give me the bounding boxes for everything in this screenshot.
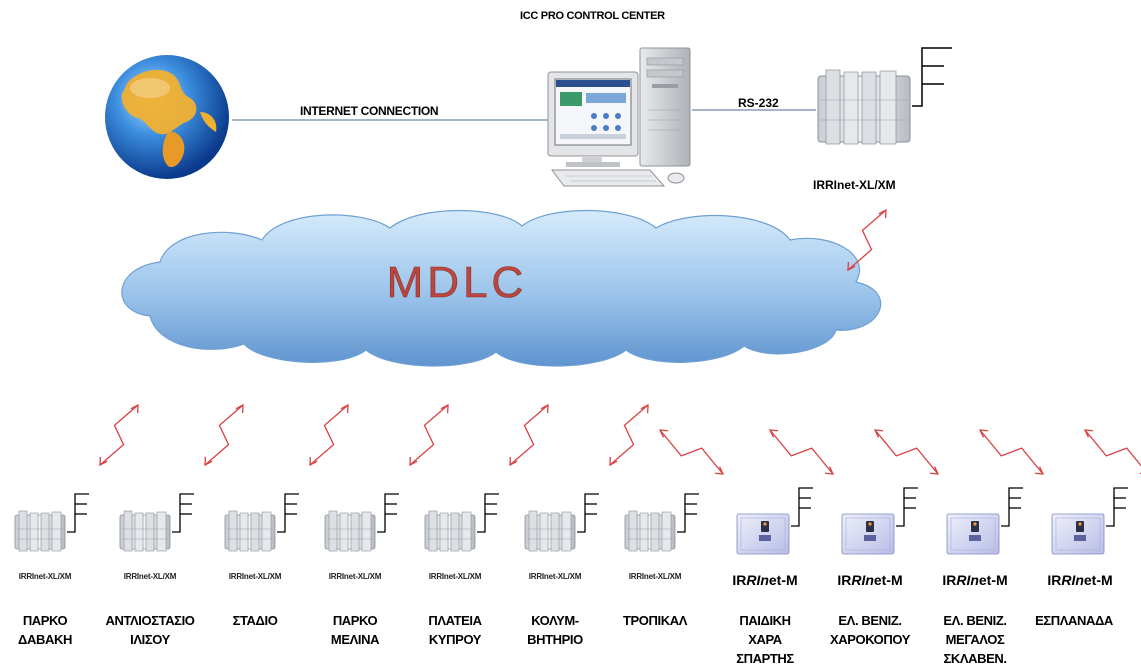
controller-icon-4	[424, 510, 476, 552]
mdlc-cloud: MDLC	[121, 209, 882, 367]
antenna-icon-3	[376, 493, 400, 533]
radio-link-2	[309, 403, 349, 467]
radio-link-7	[768, 429, 835, 475]
antenna-icon-8	[895, 487, 919, 527]
site-name: ΣΤΑΔΙΟ	[232, 613, 278, 628]
controller-icon-8	[841, 513, 895, 555]
site-name: ΑΝΤΛΙΟΣΤΑΣΙΟ ΙΛΙΣΟΥ	[105, 613, 195, 647]
radio-link-3	[409, 403, 449, 467]
antenna-icon-9	[1000, 487, 1024, 527]
site-model-label: IRRInet-XL/XM	[528, 572, 582, 581]
master-model-label: IRRInet-XL/XM	[813, 178, 896, 192]
model-prefix: IR	[942, 572, 957, 588]
model-suffix: et-M	[873, 572, 903, 588]
radio-link-10	[1083, 429, 1141, 475]
master-radio-link	[847, 208, 887, 272]
site-model-label: IRRInet-XL/XM	[123, 572, 177, 581]
site-name: ΚΟΛΥΜ- ΒΗΤΗΡΙΟ	[527, 613, 583, 647]
antenna-icon-10	[1105, 487, 1129, 527]
rs232-label: RS-232	[738, 96, 779, 110]
site-name: ΠΑΙΔΙΚΗ ΧΑΡΑ ΣΠΑΡΤΗΣ	[736, 613, 794, 666]
radio-links	[99, 208, 1141, 475]
radio-link-1	[204, 403, 244, 467]
site-model-label: IRRInet-XL/XM	[328, 572, 382, 581]
controller-icon-10	[1051, 513, 1105, 555]
site-name: ΠΛΑΤΕΙΑ ΚΥΠΡΟΥ	[428, 613, 482, 647]
radio-link-5	[609, 403, 649, 467]
page-title: ICC PRO CONTROL CENTER	[520, 10, 665, 22]
model-prefix: IR	[732, 572, 747, 588]
site-name: ΤΡΟΠΙΚΑΛ	[623, 613, 687, 628]
controller-icon-1	[119, 510, 171, 552]
site-model-label: IRRInet-XL/XM	[228, 572, 282, 581]
internet-connection-label: INTERNET CONNECTION	[300, 104, 439, 118]
controller-icon-9	[946, 513, 1000, 555]
model-prefix: IR	[837, 572, 852, 588]
model-suffix: et-M	[768, 572, 798, 588]
controller-icon-5	[524, 510, 576, 552]
controller-icon-7	[736, 513, 790, 555]
model-mid: RIn	[851, 572, 874, 588]
site-name: ΠΑΡΚΟ ΔΑΒΑΚΗ	[18, 613, 72, 647]
radio-link-0	[99, 403, 139, 467]
model-prefix: IR	[1047, 572, 1062, 588]
model-mid: RIn	[1061, 572, 1084, 588]
antenna-icon-1	[171, 493, 195, 533]
model-mid: RIn	[746, 572, 769, 588]
site-model-label: IRRInet-M	[715, 572, 815, 588]
site-model-label: IRRInet-XL/XM	[18, 572, 72, 581]
antenna-icon-6	[676, 493, 700, 533]
model-suffix: et-M	[978, 572, 1008, 588]
radio-link-9	[978, 429, 1045, 475]
radio-link-6	[658, 429, 725, 475]
antenna-icon-7	[790, 487, 814, 527]
master-controller-icon	[817, 69, 911, 145]
antenna-icon-5	[576, 493, 600, 533]
site-name: ΕΛ. ΒΕΝΙΖ. ΜΕΓΑΛΟΣ ΣΚΛΑΒΕΝ.	[943, 613, 1007, 666]
master-antenna-icon	[912, 47, 952, 107]
antenna-icon-0	[66, 493, 90, 533]
radio-link-4	[509, 403, 549, 467]
radio-link-8	[873, 429, 940, 475]
site-model-label: IRRInet-M	[1030, 572, 1130, 588]
controller-icon-3	[324, 510, 376, 552]
site-name: ΠΑΡΚΟ ΜΕΛΙΝΑ	[330, 613, 380, 647]
antenna-icon-2	[276, 493, 300, 533]
site-model-label: IRRInet-M	[820, 572, 920, 588]
site-model-label: IRRInet-XL/XM	[428, 572, 482, 581]
model-mid: RIn	[956, 572, 979, 588]
antenna-icon-4	[476, 493, 500, 533]
globe-icon	[105, 55, 229, 179]
controller-icon-2	[224, 510, 276, 552]
controller-icon-0	[14, 510, 66, 552]
site-model-label: IRRInet-XL/XM	[628, 572, 682, 581]
field-controllers	[14, 487, 1129, 555]
site-name: ΕΣΠΛΑΝΑΔΑ	[1035, 613, 1113, 628]
model-suffix: et-M	[1083, 572, 1113, 588]
site-model-label: IRRInet-M	[925, 572, 1025, 588]
cloud-label: MDLC	[387, 258, 528, 307]
controller-icon-6	[624, 510, 676, 552]
control-center-pc-icon	[547, 47, 691, 187]
site-name: ΕΛ. ΒΕΝΙΖ. ΧΑΡΟΚΟΠΟΥ	[830, 613, 910, 647]
